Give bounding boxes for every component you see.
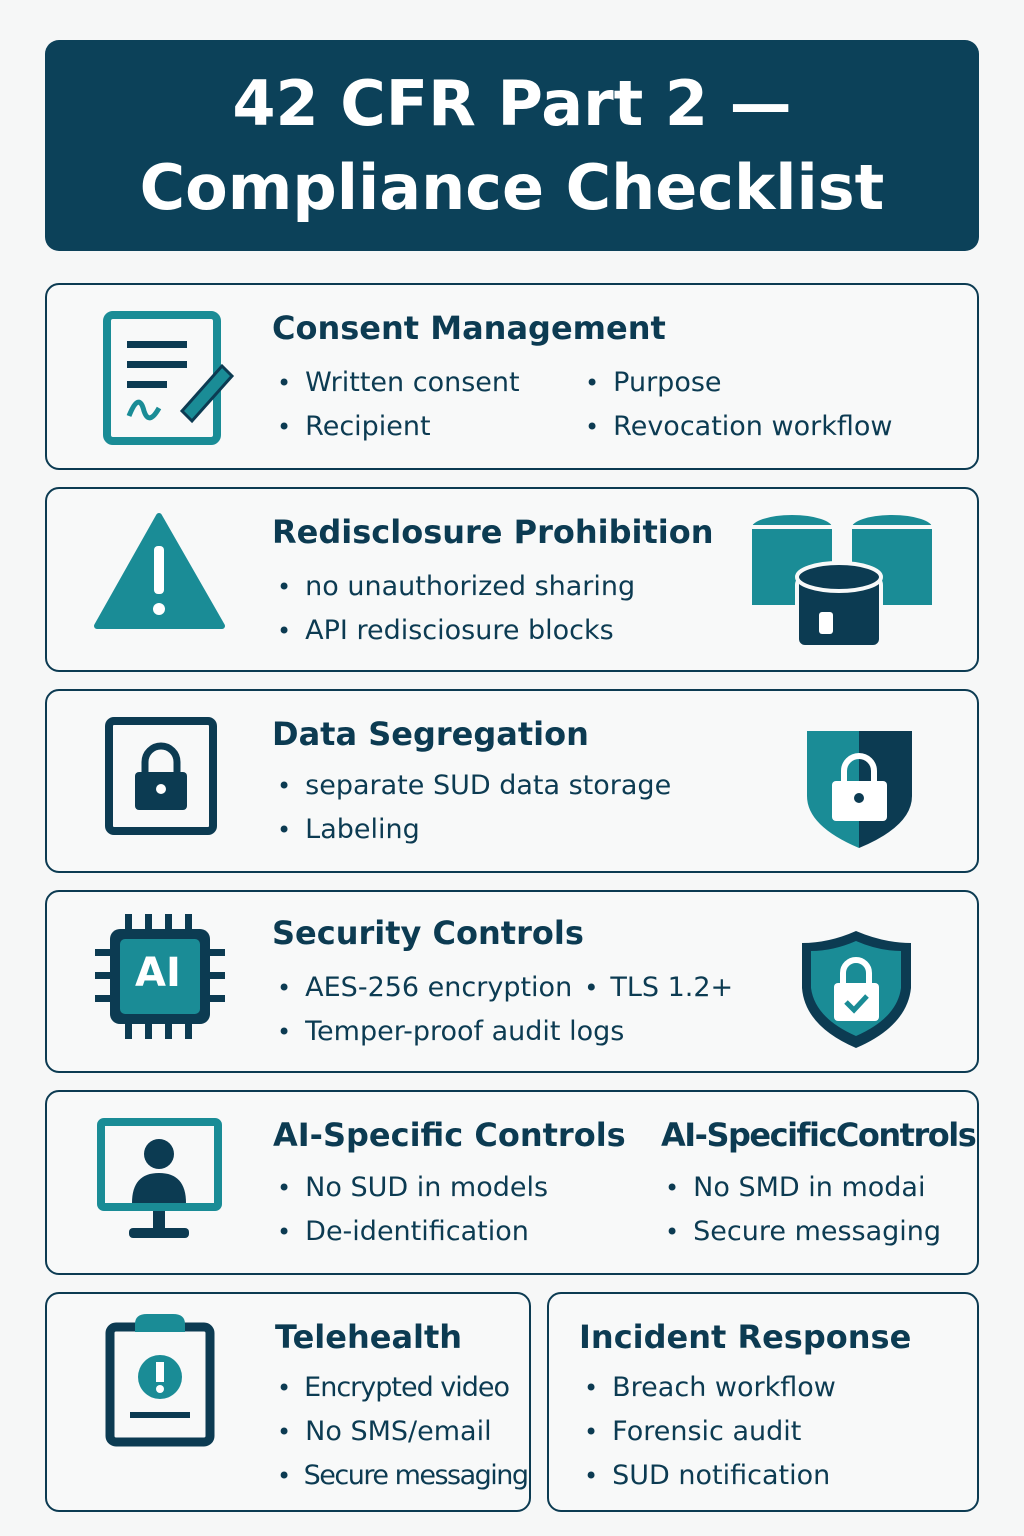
list-item: Labeling bbox=[277, 808, 671, 852]
database-icon bbox=[748, 511, 936, 649]
consent-list-right: Purpose Revocation workflow bbox=[585, 361, 892, 449]
list-item: No SMD in modai bbox=[665, 1166, 941, 1210]
list-item: Revocation workflow bbox=[585, 405, 892, 449]
list-item: AES-256 encryption • TLS 1.2+ bbox=[277, 966, 733, 1010]
section-title: Consent Management bbox=[272, 309, 666, 347]
title-line-1: 42 CFR Part 2 — bbox=[232, 67, 792, 140]
list-item: API redisciosure blocks bbox=[277, 609, 635, 653]
ai-controls-list-2: No SMD in modai Secure messaging bbox=[665, 1166, 941, 1254]
section-title: Incident Response bbox=[579, 1318, 912, 1356]
incident-list: Breach workflow Forensic audit SUD notif… bbox=[584, 1366, 836, 1498]
ai-chip-label: AI bbox=[135, 950, 181, 996]
card-consent-management: Consent Management Written consent Recip… bbox=[45, 283, 979, 470]
security-list: AES-256 encryption • TLS 1.2+ Temper-proof… bbox=[277, 966, 733, 1054]
list-item: Encrypted video bbox=[277, 1366, 528, 1410]
list-item: SUD notification bbox=[584, 1454, 836, 1498]
locked-box-icon bbox=[105, 717, 217, 835]
list-item: Written consent bbox=[277, 361, 519, 405]
redisclosure-list: no unauthorized sharing API redisciosure… bbox=[277, 565, 635, 653]
consent-list-left: Written consent Recipient bbox=[277, 361, 520, 449]
warning-icon bbox=[94, 513, 225, 629]
list-item: Purpose bbox=[585, 361, 892, 405]
list-item: Secure messaging bbox=[277, 1454, 529, 1498]
list-item: No SUD in models bbox=[277, 1166, 548, 1210]
list-item: Secure messaging bbox=[665, 1210, 941, 1254]
card-data-segregation: Data Segregation separate SUD data stora… bbox=[45, 689, 979, 873]
section-title: Security Controls bbox=[272, 914, 584, 952]
card-redisclosure-prohibition: Redisclosure Prohibition no unauthorized… bbox=[45, 487, 979, 672]
card-incident-response: Incident Response Breach workflow Forens… bbox=[547, 1292, 979, 1512]
shield-check-icon bbox=[802, 931, 911, 1048]
bullet: • bbox=[584, 974, 599, 1002]
title-line-2: Compliance Checklist bbox=[139, 151, 885, 224]
section-title: Data Segregation bbox=[272, 715, 589, 753]
section-title: Redisclosure Prohibition bbox=[272, 513, 714, 551]
card-ai-specific-controls: AI-Specific Controls No SUD in models De… bbox=[45, 1090, 979, 1275]
section-title: Telehealth bbox=[275, 1318, 463, 1356]
list-item: De-identification bbox=[277, 1210, 548, 1254]
list-item: Breach workflow bbox=[584, 1366, 836, 1410]
section-title: AI-Specific Controls bbox=[273, 1116, 626, 1154]
ai-controls-list: No SUD in models De-identification bbox=[277, 1166, 548, 1254]
segregation-list: separate SUD data storage Labeling bbox=[277, 764, 671, 852]
list-item: Forensic audit bbox=[584, 1410, 836, 1454]
card-security-controls: AI Security Controls AES-256 encryption •… bbox=[45, 890, 979, 1073]
item-aes: AES-256 encryption bbox=[305, 972, 573, 1003]
list-item: no unauthorized sharing bbox=[277, 565, 635, 609]
section-title-duplicate: AI-SpecificControls bbox=[661, 1116, 977, 1154]
shield-lock-icon bbox=[807, 731, 912, 848]
telehealth-list: Encrypted video No SMS/email Secure mess… bbox=[277, 1366, 529, 1498]
monitor-user-icon bbox=[97, 1118, 222, 1238]
page-title: 42 CFR Part 2 — Compliance Checklist bbox=[45, 40, 979, 251]
list-item: Temper-proof audit logs bbox=[277, 1010, 733, 1054]
list-item: No SMS/email bbox=[277, 1410, 528, 1454]
item-tls: TLS 1.2+ bbox=[610, 972, 734, 1003]
list-item: Recipient bbox=[277, 405, 520, 449]
signed-document-icon bbox=[103, 311, 235, 445]
card-telehealth: Telehealth Encrypted video No SMS/email … bbox=[45, 1292, 531, 1512]
clipboard-alert-icon bbox=[105, 1314, 215, 1447]
ai-chip-icon bbox=[95, 914, 225, 1039]
list-item: separate SUD data storage bbox=[277, 764, 671, 808]
